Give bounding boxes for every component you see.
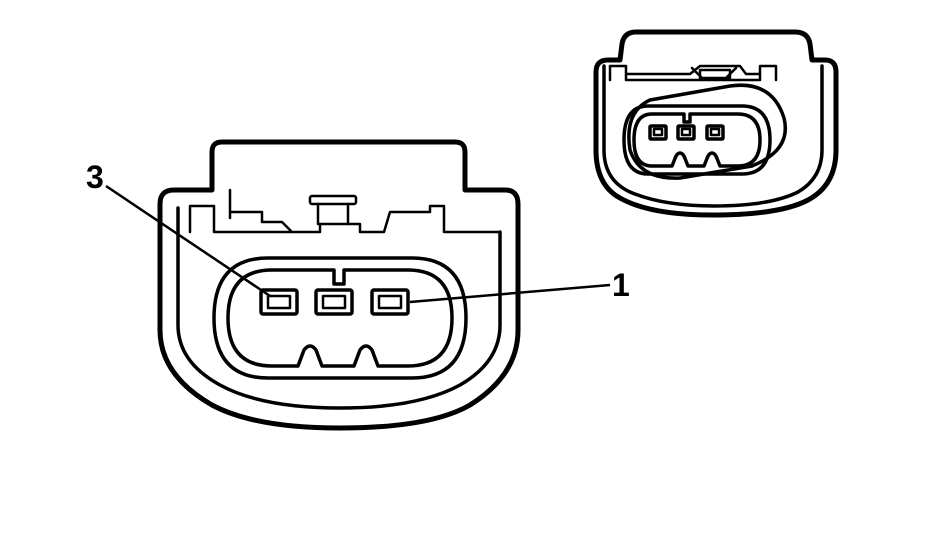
pin-cavity-2 [314,288,354,316]
connector-perspective-view [593,29,839,218]
callout-pin-3: 3 [86,159,104,195]
leader-line-pin-1 [409,283,611,304]
perspective-latch [608,64,778,82]
perspective-pin-2 [676,124,696,141]
lock-tab-arm [316,202,350,226]
perspective-face-back [627,83,787,180]
connector-front-view: 3 1 [86,139,630,431]
pin-cavity-1 [370,288,410,316]
perspective-face-inner [632,112,762,168]
leader-line-pin-3 [105,184,271,298]
lock-tab [308,194,358,206]
housing-inner-shroud [176,206,502,410]
perspective-shroud [602,64,824,208]
perspective-face-outer [622,104,772,176]
callout-pin-1: 1 [612,267,630,303]
perspective-lock-tab [698,68,732,80]
perspective-pin-1 [705,124,725,141]
latch-detail [188,188,502,234]
perspective-pin-3 [648,124,668,141]
mating-face-inner [226,268,454,368]
mating-face-outer [212,256,468,380]
